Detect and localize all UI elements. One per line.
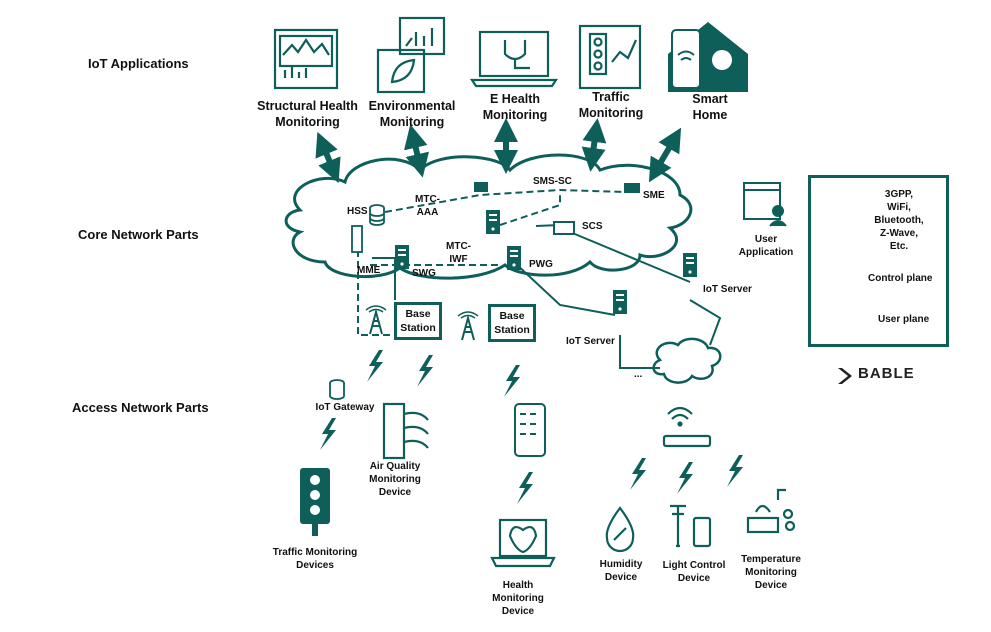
pwg-server-icon — [507, 246, 521, 270]
health-monitor-device-icon — [490, 518, 556, 568]
smart-home-icon — [668, 22, 748, 92]
section-access-network: Access Network Parts — [72, 400, 209, 415]
bolt-router-humidity — [630, 458, 646, 490]
wifi-router-icon — [662, 406, 712, 448]
node-swg: SWG — [412, 268, 436, 279]
monitor-chart-icon — [273, 28, 339, 90]
bolt-bs1-gateway — [367, 350, 383, 382]
temperature-device-label: Temperature Monitoring Device — [741, 554, 801, 591]
traffic-device-label: Traffic Monitoring Devices — [272, 547, 358, 571]
legend-user-label: User plane — [878, 314, 930, 325]
node-mtc-iwf: MTC- IWF — [446, 241, 471, 265]
node-sms-sc: SMS-SC — [533, 176, 572, 187]
user-plane-lines — [357, 188, 626, 336]
health-device-label: Health Monitoring Device — [492, 580, 544, 617]
iot-server-2-icon — [613, 290, 627, 314]
light-control-label: Light Control Device — [662, 560, 726, 584]
app-e-health: E Health Monitoring — [482, 92, 548, 123]
mtc-aaa-server-icon — [486, 210, 500, 234]
scs-icon — [553, 221, 575, 235]
node-mme: MME — [357, 265, 381, 276]
tablet-device-icon — [514, 403, 546, 457]
section-core-network: Core Network Parts — [78, 227, 199, 242]
laptop-stethoscope-icon — [469, 30, 559, 88]
traffic-light-device-icon — [300, 468, 330, 536]
legend-box — [808, 175, 949, 347]
bolt-tablet-health — [517, 472, 533, 504]
tablet-leaf-icon — [376, 16, 446, 94]
bolt-router-light — [677, 462, 693, 494]
bolt-gateway-traffic — [320, 418, 336, 450]
app-environmental: Environmental Monitoring — [368, 99, 456, 130]
sme-icon — [624, 183, 640, 193]
base-station-1: Base Station — [394, 302, 442, 340]
tower-1-icon — [365, 305, 387, 335]
iot-server-1-icon — [683, 253, 697, 277]
tower-2-icon — [457, 311, 479, 341]
ellipsis-more-servers: ... — [634, 369, 643, 380]
air-quality-device-icon — [382, 402, 429, 460]
air-quality-label: Air Quality Monitoring Device — [369, 461, 421, 498]
node-iot-server-2: IoT Server — [566, 336, 615, 347]
app-arrows — [315, 118, 682, 184]
bolt-bs2-tablet — [504, 365, 520, 397]
section-iot-applications: IoT Applications — [88, 56, 189, 71]
bolt-bs1-airquality — [417, 355, 433, 387]
node-mtc-aaa: MTC- AAA — [415, 194, 440, 218]
iot-gateway-label: IoT Gateway — [315, 402, 375, 413]
node-sme: SME — [643, 190, 665, 201]
bolt-router-temp — [727, 455, 743, 487]
app-traffic: Traffic Monitoring — [578, 90, 644, 121]
node-iot-server-1: IoT Server — [703, 284, 752, 295]
legend-wireless-label: 3GPP, WiFi, Bluetooth, Z-Wave, Etc. — [874, 189, 924, 252]
base-station-2: Base Station — [488, 304, 536, 342]
user-application-icon — [743, 182, 787, 227]
app-smart-home: Smart Home — [692, 92, 728, 123]
node-pwg: PWG — [529, 259, 553, 270]
humidity-device-icon — [605, 506, 635, 553]
mme-icon — [351, 225, 363, 253]
node-hss: HSS — [347, 206, 368, 217]
swg-server-icon — [395, 245, 409, 269]
iot-gateway-icon — [329, 379, 345, 400]
light-control-device-icon — [670, 504, 712, 548]
brand-wordmark: BABLE — [858, 365, 915, 382]
bable-logo-icon — [838, 368, 852, 384]
user-application-label: User Application — [738, 234, 794, 258]
app-structural-health: Structural Health Monitoring — [257, 99, 358, 130]
node-scs: SCS — [582, 221, 603, 232]
traffic-chart-icon — [578, 24, 642, 90]
internet-cloud — [652, 337, 722, 384]
mtc-aaa-small-icon — [474, 182, 488, 192]
temperature-device-icon — [746, 488, 796, 534]
hss-database-icon — [369, 204, 385, 226]
humidity-device-label: Humidity Device — [599, 559, 643, 583]
legend-control-label: Control plane — [868, 273, 933, 284]
